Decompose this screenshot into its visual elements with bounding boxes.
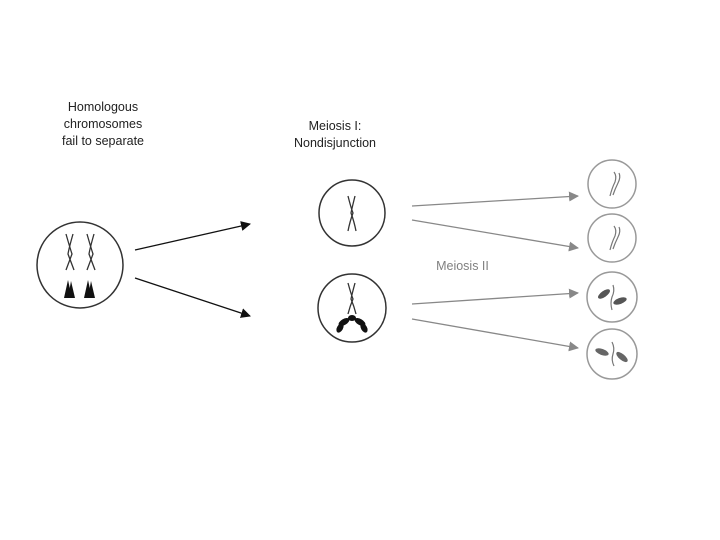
- arrow-to-cell-3: [412, 293, 578, 304]
- meiosis1-upper-cell: [319, 180, 385, 246]
- dark-chromosome-pair-right: [84, 280, 95, 298]
- meiosis2-cell-4: [587, 329, 637, 379]
- light-chromosome-pair-left: [66, 234, 74, 270]
- meiosis1-lower-cell: [318, 274, 386, 342]
- dark-chromosome-pair-left: [64, 280, 75, 298]
- arrow-to-lower-cell: [135, 278, 250, 316]
- arrow-to-upper-cell: [135, 224, 250, 250]
- arrow-to-cell-1: [412, 196, 578, 206]
- parent-cell: [37, 222, 123, 308]
- arrow-to-cell-2: [412, 220, 578, 248]
- light-chromosome-pair-right: [87, 234, 95, 270]
- meiosis2-cell-1: [588, 160, 636, 208]
- meiosis2-cell-2: [588, 214, 636, 262]
- arrow-to-cell-4: [412, 319, 578, 348]
- meiosis2-cell-3: [587, 272, 637, 322]
